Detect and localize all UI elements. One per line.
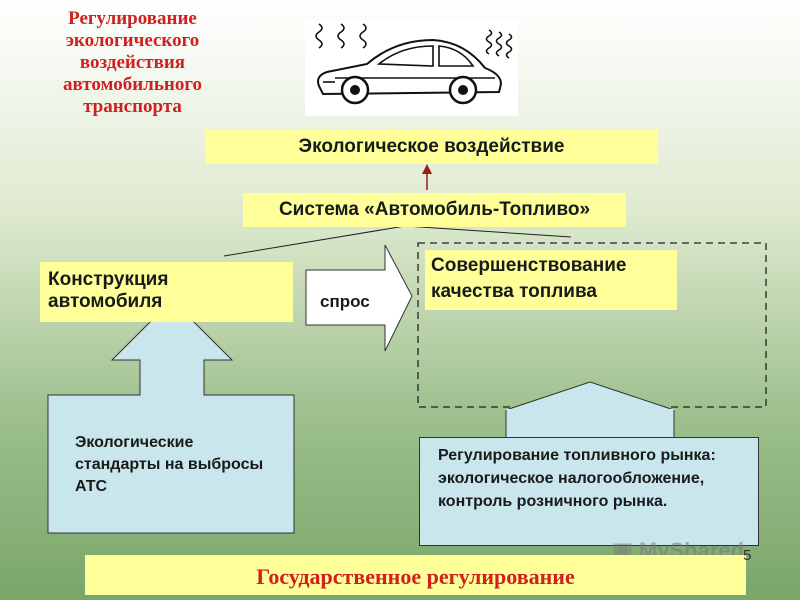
page-number: 5: [743, 547, 752, 564]
system-box: Система «Автомобиль-Топливо»: [243, 193, 626, 227]
fuel-market-arrow-head: [505, 381, 675, 411]
demand-arrow: [305, 244, 413, 352]
connector-line-right: [404, 225, 572, 238]
car-icon: [315, 23, 513, 105]
fuel-quality-box: Совершенствование качества топлива: [425, 250, 677, 310]
eco-standards-text: Экологические стандарты на выбросы АТС: [75, 434, 264, 495]
car-design-box: Конструкция автомобиля: [40, 262, 293, 322]
red-up-arrow: [422, 164, 432, 190]
eco-impact-box: Экологическое воздействие: [205, 130, 658, 164]
eco-standards-arrow: [47, 299, 295, 534]
state-regulation-box: Государственное регулирование: [85, 555, 746, 595]
demand-label: спрос: [320, 292, 370, 311]
fuel-market-box: [419, 437, 759, 546]
car-illustration: [305, 20, 518, 116]
slide-title: Регулирование экологического воздействия…: [63, 8, 202, 117]
connector-line-left: [223, 225, 406, 257]
fuel-market-text: Регулирование топливного рынка: экологич…: [438, 447, 716, 510]
exhaust-smoke-icon: [315, 23, 513, 59]
